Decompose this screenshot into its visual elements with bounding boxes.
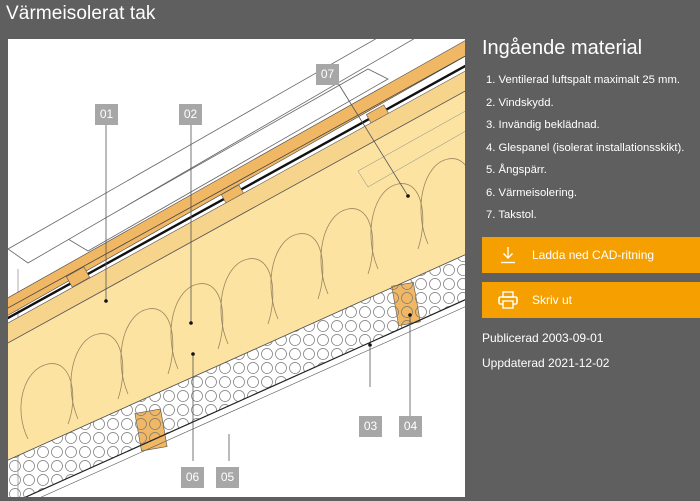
page-title: Värmeisolerat tak — [6, 3, 156, 24]
callout-03: 03 — [359, 416, 382, 437]
roof-section-illustration — [8, 39, 465, 497]
print-label: Skriv ut — [532, 292, 573, 307]
material-heading: Ingående material — [482, 37, 643, 59]
print-button[interactable]: Skriv ut — [482, 281, 700, 318]
material-item: 1. Ventilerad luftspalt maximalt 25 mm. — [486, 74, 681, 86]
callout-07: 07 — [316, 64, 339, 85]
callout-02: 02 — [179, 104, 202, 125]
roof-section-drawing: 01 02 03 04 05 06 07 — [8, 39, 465, 497]
material-item: 6. Värmeisolering. — [486, 186, 578, 199]
updated-date: Uppdaterad 2021-12-02 — [482, 355, 610, 370]
material-list: 1. Ventilerad luftspalt maximalt 25 mm. … — [482, 69, 696, 227]
callout-06: 06 — [181, 467, 204, 488]
printer-icon — [497, 290, 519, 310]
material-item: 5. Ångspärr. — [486, 164, 547, 176]
callout-04: 04 — [399, 416, 422, 437]
callout-05: 05 — [216, 467, 239, 488]
download-cad-button[interactable]: Ladda ned CAD-ritning — [482, 236, 700, 273]
material-item: 7. Takstol. — [486, 209, 537, 221]
material-item: 2. Vindskydd. — [486, 96, 554, 109]
published-date: Publicerad 2003-09-01 — [482, 330, 604, 345]
material-item: 3. Invändig beklädnad. — [486, 119, 600, 131]
download-icon — [497, 245, 519, 265]
download-cad-label: Ladda ned CAD-ritning — [532, 247, 655, 262]
material-sidebar: Ingående material 1. Ventilerad luftspal… — [482, 37, 700, 376]
material-item: 4. Glespanel (isolerat installationsskik… — [486, 141, 685, 154]
callout-01: 01 — [95, 104, 118, 125]
